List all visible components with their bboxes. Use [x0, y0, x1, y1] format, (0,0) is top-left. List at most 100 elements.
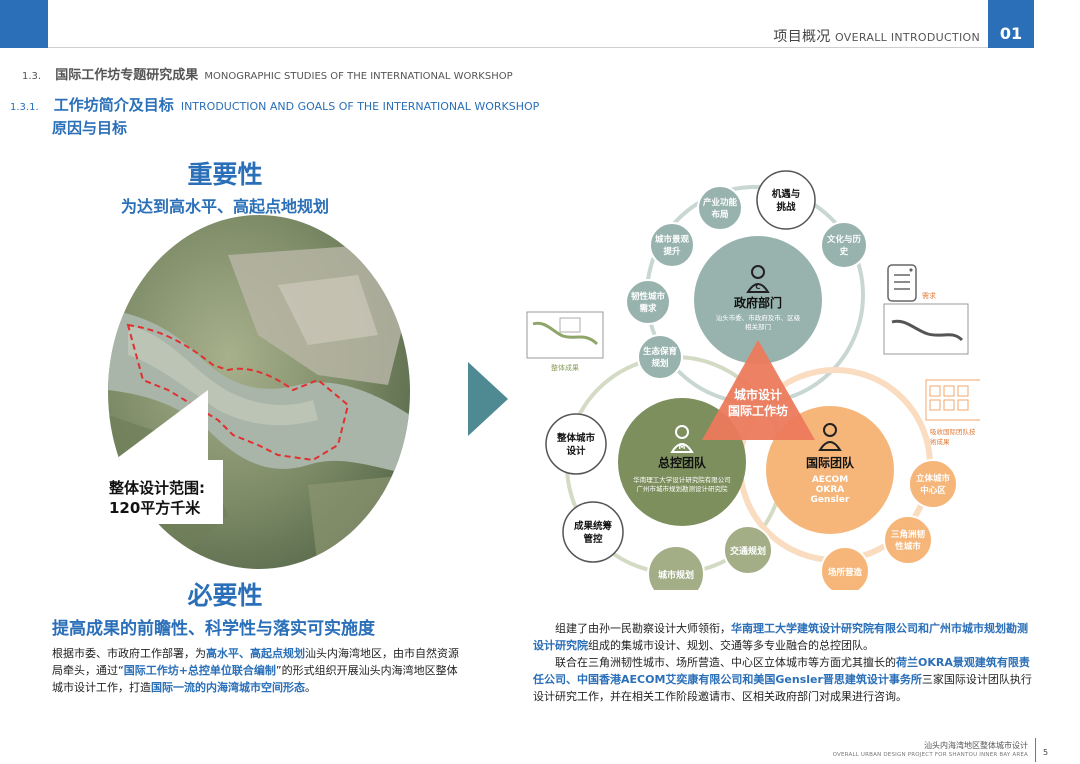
left-paragraph-text-4: 。 [305, 681, 316, 694]
node-overall-design-label-2: 设计 [566, 445, 586, 457]
control-person-icon: M [670, 425, 694, 453]
node-industry: 产业功能 布局 [697, 185, 743, 231]
right-paragraph-1-text-2: 组成的集城市设计、规划、交通等多专业融合的总控团队。 [588, 639, 874, 652]
right-paragraph-1-text-1: 组建了由孙一民勘察设计大师领衔， [555, 622, 731, 635]
control-icon-letter: M [679, 443, 686, 451]
node-resilient-label-2: 需求 [639, 303, 657, 314]
node-overall-design: 整体城市 设计 [545, 413, 607, 475]
node-vertical-city: 立体城市 中心区 [908, 459, 958, 509]
left-paragraph-highlight-1: 高水平、高起点规划 [206, 647, 305, 660]
node-landscape-label-2: 提升 [663, 246, 681, 257]
node-urban-planning-label: 城市规划 [658, 569, 694, 581]
left-paragraph-highlight-2: 国际工作坊+总控单位联合编制 [123, 664, 276, 677]
footer-title-en: OVERALL URBAN DESIGN PROJECT FOR SHANTOU… [832, 752, 1028, 758]
right-paragraph-2: 联合在三角洲韧性城市、场所营造、中心区立体城市等方面尤其擅长的荷兰OKRA景观建… [533, 654, 1033, 705]
node-opportunity-label-1: 机遇与 [772, 188, 801, 200]
node-delta-resilient-label-1: 三角洲韧 [891, 529, 926, 540]
intl-result-label-2: 術成果 [930, 437, 950, 446]
demand-map-thumbnail [883, 303, 969, 355]
right-paragraph-2-highlight: 荷兰OKRA景观建筑有限责任公司、中国香港AECOM艾奕康有限公司和美国Gens… [533, 656, 1030, 686]
section-title-cn: 国际工作坊专题研究成果 [55, 68, 199, 83]
footer-divider [1035, 738, 1036, 762]
node-transport: 交通规划 [723, 525, 773, 575]
header-rule [48, 47, 988, 48]
header-title: 项目概况 OVERALL INTRODUCTION [773, 26, 980, 46]
page-number: 5 [1043, 748, 1049, 757]
intl-desc-1: AECOM [812, 475, 848, 485]
node-placemaking: 场所营造 [820, 546, 870, 590]
header-title-cn: 项目概况 [773, 29, 831, 45]
section-heading: 1.3. 国际工作坊专题研究成果 MONOGRAPHIC STUDIES OF … [22, 64, 513, 83]
gov-desc-2: 相关部门 [745, 322, 771, 331]
scope-label-line2: 120平方千米 [109, 499, 201, 517]
node-culture-label-2: 史 [840, 246, 849, 257]
organization-diagram: 城市设计 国际工作坊 C 政府部门 汕头市委、市政府及市、区级 相关部门 M 总… [526, 170, 980, 590]
subsection-heading: 1.3.1. 工作坊简介及目标 INTRODUCTION AND GOALS O… [10, 94, 539, 115]
node-ecology-label-1: 生态保育 [643, 346, 678, 357]
header-title-en: OVERALL INTRODUCTION [835, 31, 980, 44]
right-paragraph-2-text-1: 联合在三角洲韧性城市、场所营造、中心区立体城市等方面尤其擅长的 [555, 656, 896, 669]
chapter-badge: 01 [988, 0, 1034, 48]
node-vertical-city-label-1: 立体城市 [916, 473, 951, 484]
node-ecology: 生态保育 规划 [637, 334, 683, 380]
importance-title: 重要性 [187, 160, 263, 189]
footer-title-cn: 汕头内海湾地区整体城市设计 [924, 741, 1028, 750]
subsection-subtitle: 原因与目标 [52, 119, 128, 137]
necessity-subtitle: 提高成果的前瞻性、科学性与落实可实施度 [52, 619, 375, 639]
section-title-en: MONOGRAPHIC STUDIES OF THE INTERNATIONAL… [204, 71, 513, 82]
node-overall-design-label-1: 整体城市 [556, 432, 596, 444]
right-paragraph-1-highlight: 华南理工大学建筑设计研究院有限公司和广州市城市规划勘测设计研究院 [533, 622, 1028, 652]
node-culture: 文化与历 史 [820, 221, 868, 269]
node-culture-label-1: 文化与历 [827, 234, 862, 245]
node-urban-planning: 城市规划 [647, 545, 705, 590]
control-desc-1: 华南理工大学设计研究院有限公司 [633, 475, 731, 484]
section-number: 1.3. [22, 71, 42, 82]
gov-title: 政府部门 [734, 295, 782, 310]
node-coordination-label-2: 管控 [583, 533, 603, 545]
left-paragraph-text-3: ”的形式组织开展汕头内海湾地区整体城市设计工作，打造 [52, 664, 458, 694]
node-delta-resilient-label-2: 性城市 [895, 541, 921, 552]
node-vertical-city-label-2: 中心区 [920, 485, 946, 496]
intl-desc-2: OKRA [816, 485, 845, 495]
node-landscape-label-1: 城市景观 [655, 234, 690, 245]
node-ecology-label-2: 规划 [651, 358, 668, 369]
node-coordination: 成果统筹 管控 [562, 501, 624, 563]
importance-subtitle: 为达到高水平、高起点地规划 [120, 197, 329, 216]
left-paragraph-text-1: 根据市委、市政府工作部署，为 [52, 647, 206, 660]
subsection-title-en: INTRODUCTION AND GOALS OF THE INTERNATIO… [180, 100, 540, 113]
center-label-1: 城市设计 [734, 387, 782, 402]
right-paragraph-1: 组建了由孙一民勘察设计大师领衔，华南理工大学建筑设计研究院有限公司和广州市城市规… [533, 620, 1033, 654]
node-delta-resilient: 三角洲韧 性城市 [883, 515, 933, 565]
document-icon [887, 264, 917, 302]
control-title: 总控团队 [658, 455, 707, 470]
intl-result-map-thumbnail [925, 379, 980, 421]
scope-label-box: 整体设计范围: 120平方千米 [103, 460, 223, 524]
scope-label-line1: 整体设计范围: [109, 479, 205, 497]
intl-person-icon [818, 423, 842, 451]
node-industry-label-1: 产业功能 [703, 197, 738, 208]
overall-result-label: 整体成果 [551, 363, 579, 372]
node-opportunity: 机遇与 挑战 [756, 170, 816, 230]
left-paragraph: 根据市委、市政府工作部署，为高水平、高起点规划汕头内海湾地区，由市自然资源局牵头… [52, 645, 462, 696]
left-paragraph-highlight-3: 国际一流的内海湾城市空间形态 [151, 681, 305, 694]
node-coordination-label-1: 成果统筹 [574, 520, 613, 532]
center-label-2: 国际工作坊 [728, 403, 788, 418]
intl-title: 国际团队 [806, 455, 855, 470]
node-transport-label: 交通规划 [730, 545, 766, 557]
right-paragraph-2-text-2: 三家国际设计团队执行设计研究工作，并在相关工作阶段邀请市、区相关政府部门对成果进… [533, 673, 1032, 703]
node-opportunity-label-2: 挑战 [776, 201, 796, 213]
gov-circle [694, 236, 822, 364]
node-resilient: 韧性城市 需求 [625, 279, 671, 325]
intl-desc-3: Gensler [811, 495, 850, 505]
workshop-triangle [702, 340, 815, 440]
gov-person-icon: C [746, 265, 770, 293]
intl-result-label-1: 吸收国际团队技 [930, 427, 976, 436]
gov-desc-1: 汕头市委、市政府及市、区级 [716, 313, 801, 322]
control-desc-2: 广州市城市规划勘测设计研究院 [637, 484, 729, 493]
left-paragraph-text-2: 汕头内海湾地区，由市自然资源局牵头，通过“ [52, 647, 459, 677]
corner-accent [0, 0, 48, 48]
node-placemaking-label: 场所营造 [828, 567, 863, 578]
overall-result-map-thumbnail [526, 311, 604, 359]
node-landscape: 城市景观 提升 [649, 222, 695, 268]
node-resilient-label-1: 韧性城市 [631, 291, 666, 302]
